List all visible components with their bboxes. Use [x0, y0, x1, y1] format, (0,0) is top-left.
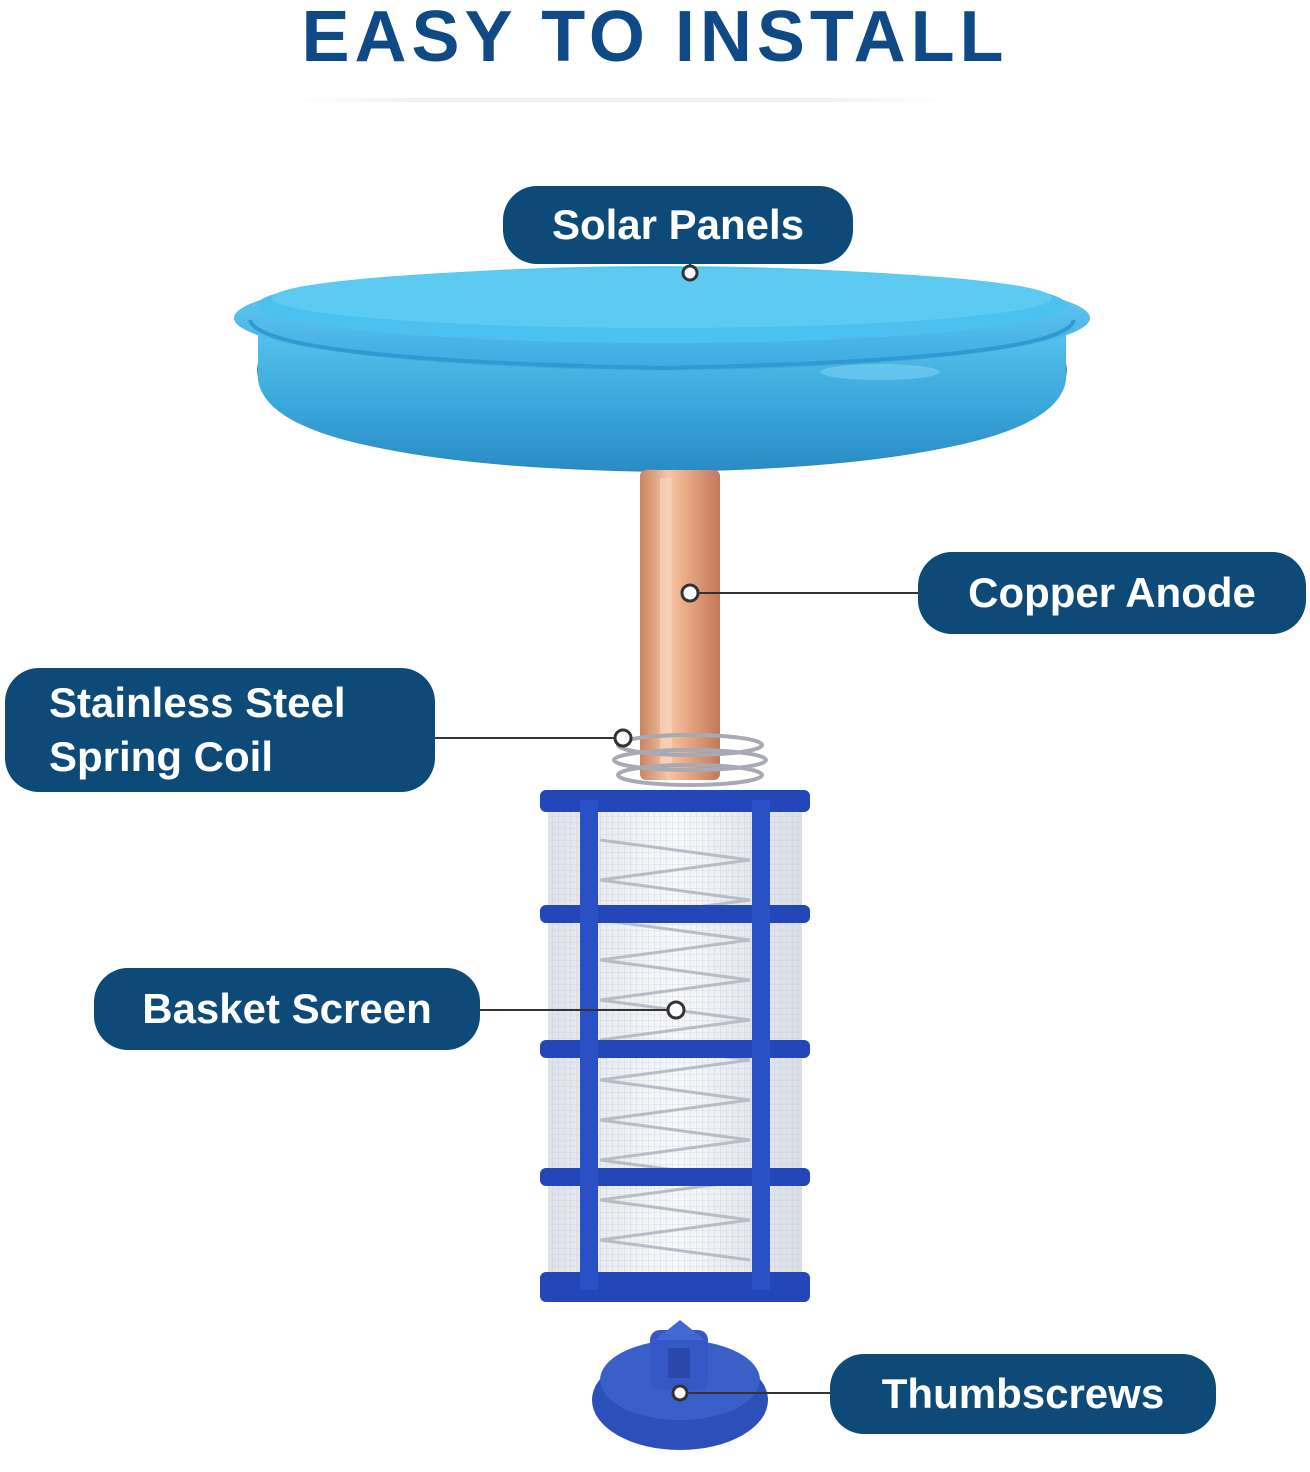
thumbscrew-dot [671, 1384, 689, 1402]
thumbscrews-label: Thumbscrews [830, 1354, 1216, 1434]
thumbscrew [592, 1320, 768, 1450]
copper-dot [680, 583, 700, 603]
basket-screen [540, 790, 810, 1302]
spring-dot [613, 728, 633, 748]
copper-anode [640, 470, 720, 780]
page-title: EASY TO INSTALL [301, 0, 1009, 77]
copper-anode-label: Copper Anode [918, 552, 1306, 634]
basket-dot [666, 1000, 686, 1020]
basket-screen-label: Basket Screen [94, 968, 480, 1050]
spring-coil-label: Stainless Steel Spring Coil [5, 668, 435, 792]
solar-panels-label: Solar Panels [503, 186, 853, 264]
title-divider [290, 98, 950, 102]
solar-dot [681, 264, 699, 282]
solar-float [234, 266, 1090, 472]
